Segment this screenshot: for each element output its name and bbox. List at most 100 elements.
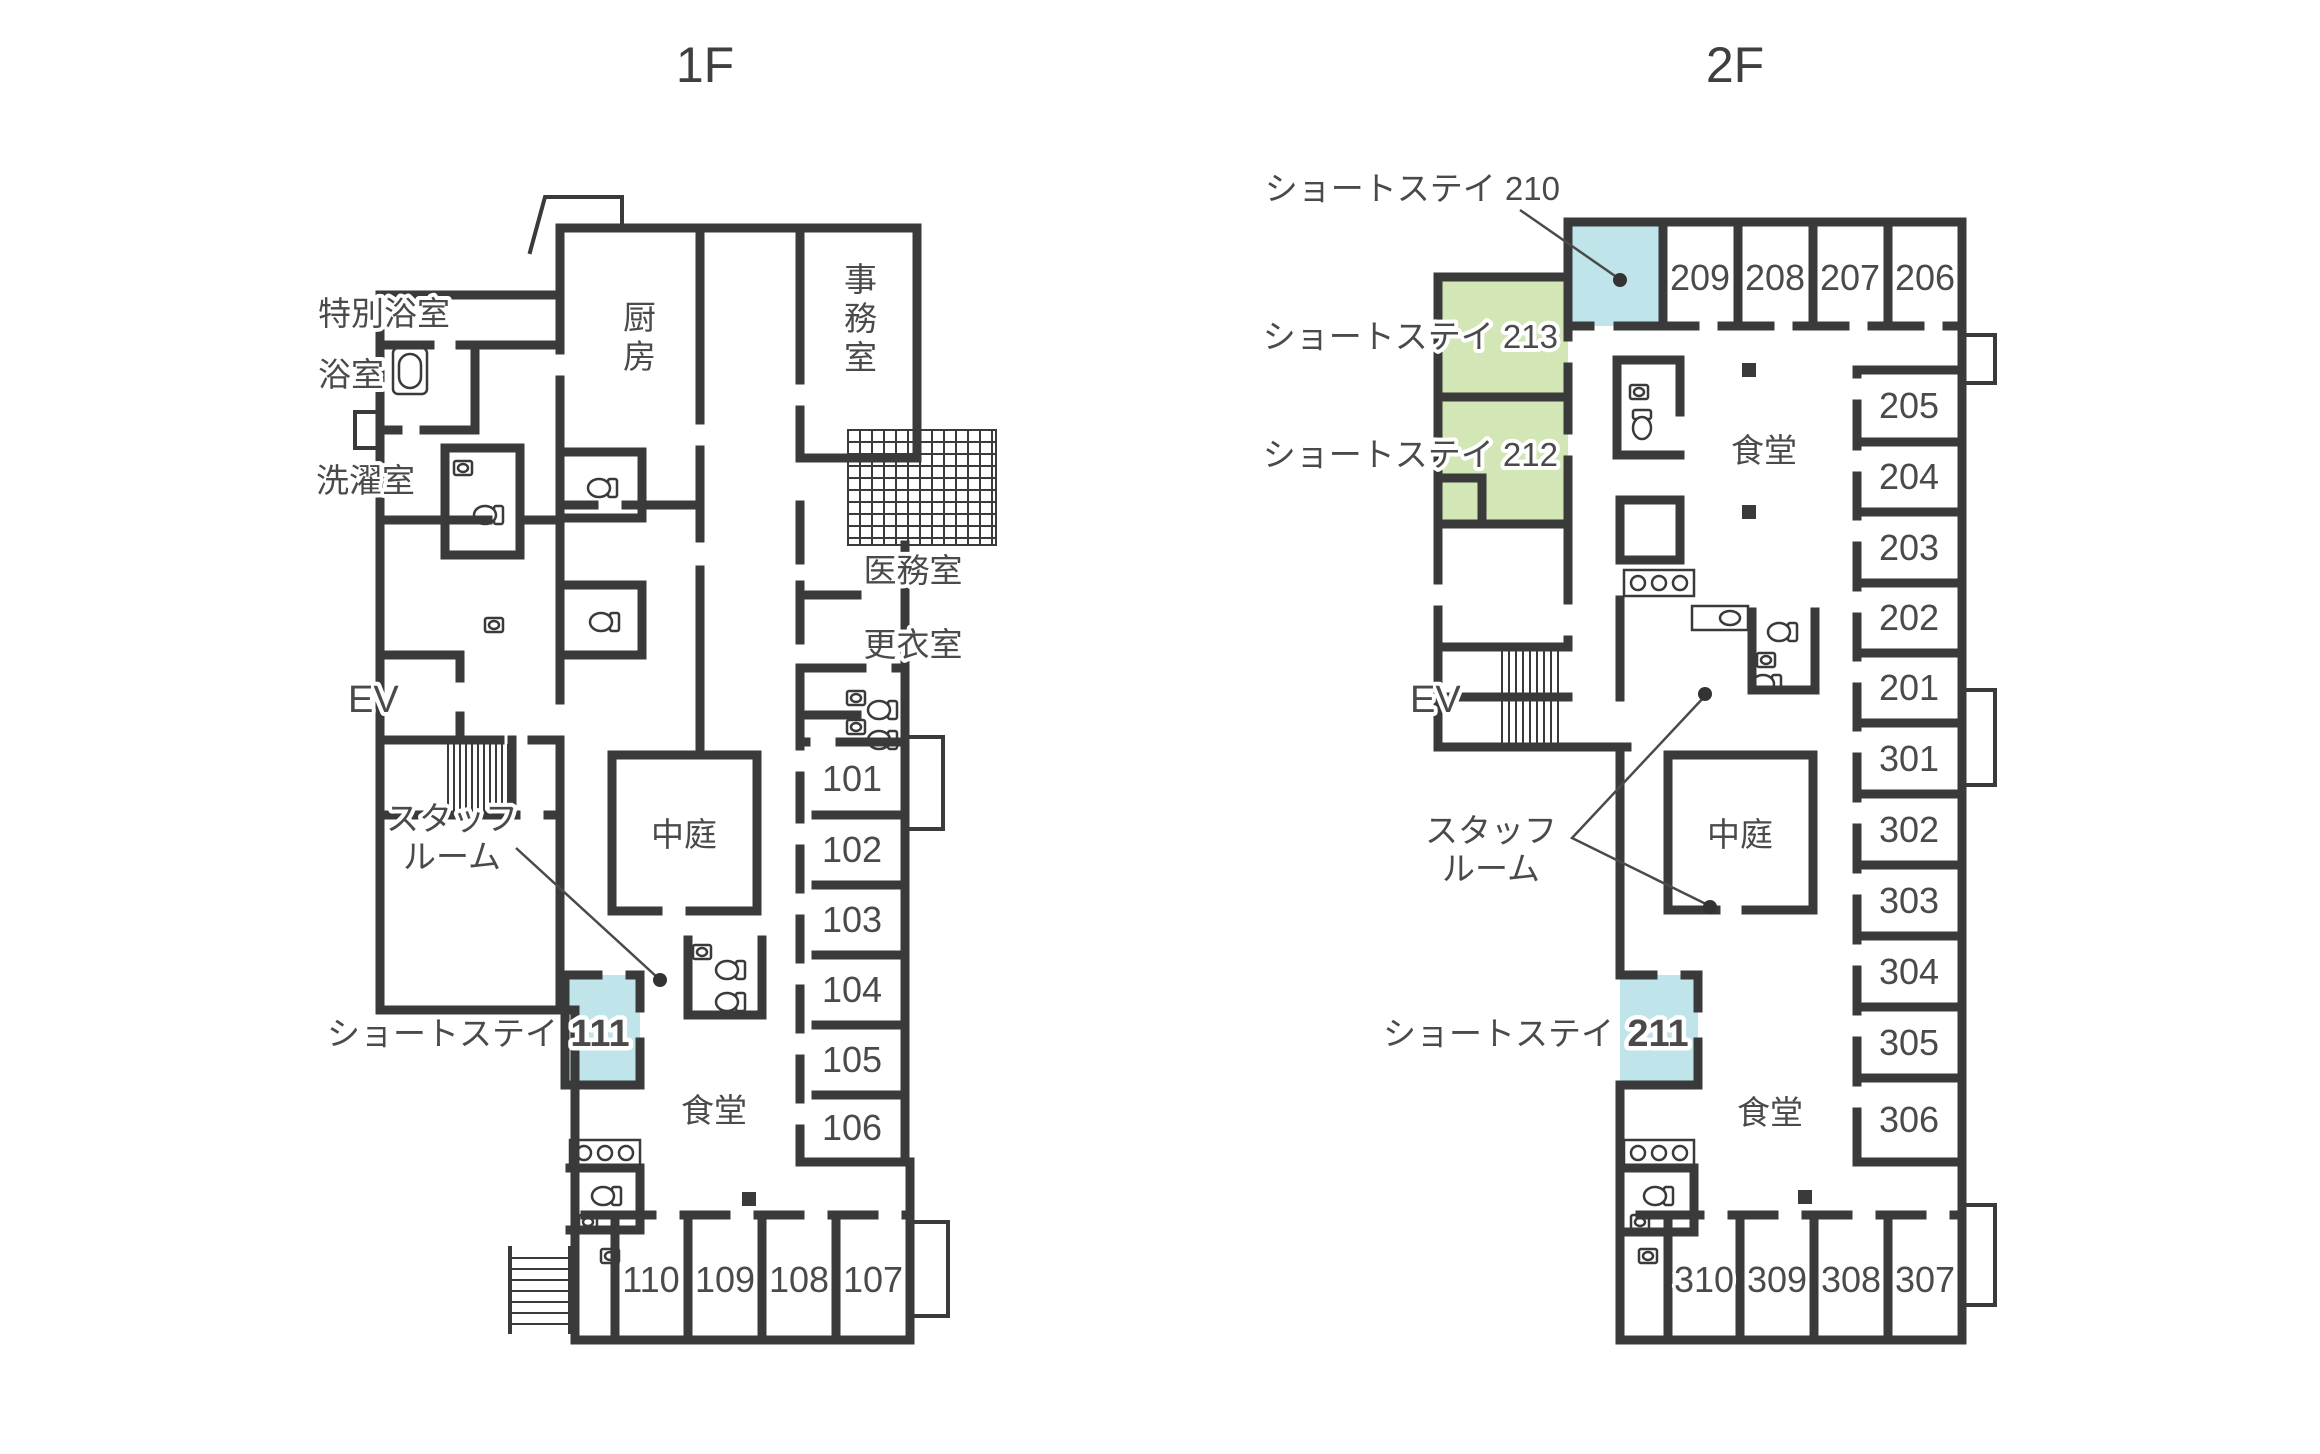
toilet-icon	[866, 699, 899, 721]
room-number: 302	[1879, 809, 1939, 850]
room-number: 307	[1895, 1259, 1955, 1300]
room-number: 208	[1745, 257, 1805, 298]
balcony-101-outline	[903, 735, 945, 831]
stairs-1f-icon	[447, 744, 509, 812]
wash-counter-icon	[1622, 568, 1696, 598]
balcony-206-outline	[1960, 333, 1997, 385]
floor-2f-plan: 2F ショートステイ 210 ショートステイ 213 ショートステイ 212 E…	[1259, 37, 1997, 1345]
room-number: 206	[1895, 257, 1955, 298]
sink-icon	[452, 459, 474, 477]
sink-icon	[1628, 383, 1650, 401]
room-number: 109	[695, 1259, 755, 1300]
room-number: 310	[1674, 1259, 1734, 1300]
room-number-111: 111	[570, 1013, 629, 1055]
bathtub-icon	[391, 346, 429, 396]
label-laundry: 洗濯室	[316, 462, 415, 499]
label-office: 事務室	[840, 262, 877, 379]
balcony-307-outline	[1960, 1203, 1997, 1307]
room-number: 106	[822, 1107, 882, 1148]
room-number: 107	[843, 1259, 903, 1300]
room-number: 102	[822, 829, 882, 870]
room-number: 105	[822, 1039, 882, 1080]
label-dining-2f-upper: 食堂	[1731, 432, 1797, 469]
balcony-107-outline	[908, 1220, 950, 1318]
short-stay-210-leader-line	[1519, 208, 1619, 280]
room-number: 207	[1820, 257, 1880, 298]
sink-icon	[845, 689, 867, 707]
label-short-stay-212: ショートステイ 212	[1263, 436, 1558, 473]
deck-hatch-icon	[847, 429, 997, 546]
room-number: 110	[622, 1259, 679, 1300]
walls-2f	[1433, 217, 1967, 1345]
toilet-icon	[714, 959, 747, 981]
floor-1f-title: 1F	[676, 37, 734, 93]
label-bath: 浴室	[318, 356, 384, 393]
toilet-icon	[714, 991, 747, 1013]
room-number: 201	[1879, 667, 1939, 708]
wash-counter-icon	[1622, 1138, 1696, 1168]
staff-room-leader-dot	[1703, 900, 1717, 914]
short-stay-210-leader-dot	[1613, 273, 1627, 287]
wash-counter-icon	[1690, 604, 1750, 632]
entrance-canopy-outline	[527, 195, 624, 255]
toilet-icon	[590, 1185, 623, 1207]
room-number: 108	[769, 1259, 829, 1300]
label-short-stay-210: ショートステイ 210	[1265, 170, 1560, 207]
label-changing: 更衣室	[864, 626, 963, 663]
room-number: 309	[1747, 1259, 1807, 1300]
sink-icon	[483, 616, 505, 634]
staff-room-leader-dot	[1698, 687, 1712, 701]
room-number: 205	[1879, 385, 1939, 426]
room-number: 303	[1879, 880, 1939, 921]
room-number: 203	[1879, 527, 1939, 568]
floor-1f-plan: 1F 特別浴室 浴室 洗濯室 EV 厨房 事務室 医務室 更衣室 中庭 スタッフ…	[312, 37, 997, 1345]
label-short-stay-211: ショートステイ	[1383, 1015, 1614, 1052]
staff-room-leader-line	[515, 847, 659, 979]
room-number: 202	[1879, 597, 1939, 638]
room-number: 103	[822, 899, 882, 940]
room-212-highlight	[1438, 398, 1568, 524]
room-number: 308	[1821, 1259, 1881, 1300]
wc-room-outline	[440, 443, 525, 560]
sink-icon	[691, 943, 713, 961]
label-staff-room-1f: スタッフ	[386, 800, 518, 837]
room-213-highlight	[1438, 277, 1568, 397]
room-number: 304	[1879, 951, 1939, 992]
label-staff-room-2f: ルーム	[1442, 850, 1540, 887]
label-courtyard-1f: 中庭	[651, 816, 717, 853]
room-number: 104	[822, 969, 882, 1010]
label-medical: 医務室	[864, 552, 963, 589]
staff-room-leader-lines	[1569, 695, 1709, 907]
label-short-stay-111: ショートステイ	[327, 1015, 558, 1052]
label-staff-room-1f: ルーム	[403, 838, 501, 875]
label-elevator-2f: EV	[1410, 679, 1461, 721]
balcony-301-outline	[1960, 688, 1997, 787]
label-courtyard-2f: 中庭	[1707, 816, 1773, 853]
column-marker	[1798, 1190, 1812, 1204]
toilet-icon	[1631, 408, 1653, 441]
toilet-icon	[1642, 1185, 1675, 1207]
left-bay-outline	[353, 410, 382, 450]
room-211-highlight	[1620, 975, 1698, 1085]
column-marker	[1742, 505, 1756, 519]
room-210-highlight	[1568, 222, 1663, 326]
sink-icon	[1755, 651, 1777, 669]
label-special-bath: 特別浴室	[318, 295, 450, 332]
label-kitchen: 厨房	[619, 300, 656, 378]
room-number: 209	[1670, 257, 1730, 298]
staff-room-leader-dot	[653, 973, 667, 987]
walls-1f	[375, 223, 922, 1345]
sink-icon	[1637, 1247, 1659, 1265]
label-short-stay-213: ショートステイ 213	[1263, 318, 1558, 355]
label-dining-2f-lower: 食堂	[1737, 1094, 1803, 1131]
exterior-stairs-icon	[508, 1246, 572, 1334]
floor-2f-title: 2F	[1706, 37, 1764, 93]
toilet-icon	[1766, 621, 1799, 643]
room-number: 101	[822, 758, 882, 799]
sink-icon	[845, 718, 867, 736]
label-elevator-1f: EV	[348, 679, 399, 721]
column-marker	[1742, 363, 1756, 377]
room-number: 301	[1879, 738, 1939, 779]
